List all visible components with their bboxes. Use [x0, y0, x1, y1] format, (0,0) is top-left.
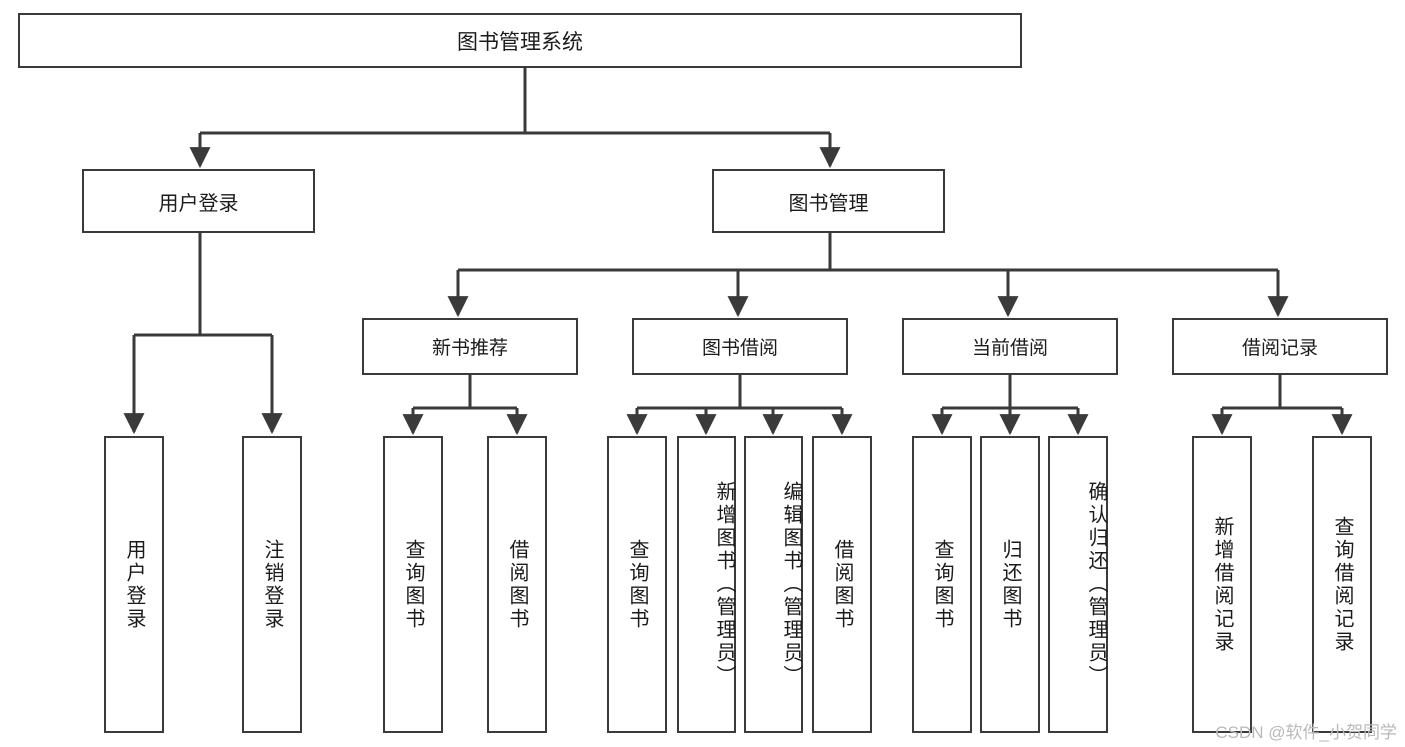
node-leaf-query-book-1[interactable]: 查询图书: [383, 436, 443, 733]
watermark-text: CSDN @软件_小贺同学: [1215, 723, 1397, 742]
node-leaf-add-book-label: 新增图书（管理员）: [713, 481, 735, 688]
node-leaf-confirm-return-label: 确认归还（管理员）: [1085, 481, 1107, 688]
node-leaf-query-record-label: 查询借阅记录: [1331, 515, 1353, 654]
node-book-borrow[interactable]: 图书借阅: [632, 318, 848, 375]
node-book-borrow-label: 图书借阅: [701, 338, 778, 359]
node-leaf-return-book[interactable]: 归还图书: [980, 436, 1040, 733]
node-leaf-query-book-1-label: 查询图书: [402, 538, 424, 631]
node-book-manage[interactable]: 图书管理: [712, 169, 945, 233]
node-leaf-query-record[interactable]: 查询借阅记录: [1312, 436, 1372, 733]
node-book-manage-label: 图书管理: [788, 192, 869, 215]
node-leaf-user-login[interactable]: 用户登录: [104, 436, 164, 733]
node-leaf-borrow-book-2[interactable]: 借阅图书: [812, 436, 872, 733]
node-borrow-record[interactable]: 借阅记录: [1172, 318, 1388, 375]
node-leaf-borrow-book-1-label: 借阅图书: [506, 538, 528, 631]
node-leaf-borrow-book-1[interactable]: 借阅图书: [487, 436, 547, 733]
node-leaf-add-book[interactable]: 新增图书（管理员）: [677, 436, 736, 733]
node-leaf-borrow-book-2-label: 借阅图书: [831, 538, 853, 631]
node-leaf-return-book-label: 归还图书: [999, 538, 1021, 631]
node-leaf-edit-book[interactable]: 编辑图书（管理员）: [744, 436, 803, 733]
node-leaf-user-login-label: 用户登录: [123, 538, 145, 631]
node-user-login-label: 用户登录: [158, 192, 239, 215]
node-new-book-recommend-label: 新书推荐: [431, 338, 508, 359]
node-user-login[interactable]: 用户登录: [82, 169, 315, 233]
node-current-borrow[interactable]: 当前借阅: [902, 318, 1118, 375]
node-leaf-query-book-2-label: 查询图书: [626, 538, 648, 631]
node-leaf-edit-book-label: 编辑图书（管理员）: [780, 481, 802, 688]
node-leaf-user-logout[interactable]: 注销登录: [242, 436, 302, 733]
node-root[interactable]: 图书管理系统: [18, 13, 1022, 68]
node-leaf-query-book-2[interactable]: 查询图书: [607, 436, 667, 733]
node-leaf-query-book-3-label: 查询图书: [931, 538, 953, 631]
node-root-label: 图书管理系统: [457, 30, 583, 54]
node-leaf-user-logout-label: 注销登录: [261, 538, 283, 631]
node-leaf-add-record-label: 新增借阅记录: [1211, 515, 1233, 654]
node-borrow-record-label: 借阅记录: [1241, 338, 1318, 359]
node-leaf-query-book-3[interactable]: 查询图书: [912, 436, 972, 733]
node-current-borrow-label: 当前借阅: [971, 338, 1048, 359]
node-new-book-recommend[interactable]: 新书推荐: [362, 318, 578, 375]
node-leaf-add-record[interactable]: 新增借阅记录: [1192, 436, 1252, 733]
node-leaf-confirm-return[interactable]: 确认归还（管理员）: [1048, 436, 1108, 733]
